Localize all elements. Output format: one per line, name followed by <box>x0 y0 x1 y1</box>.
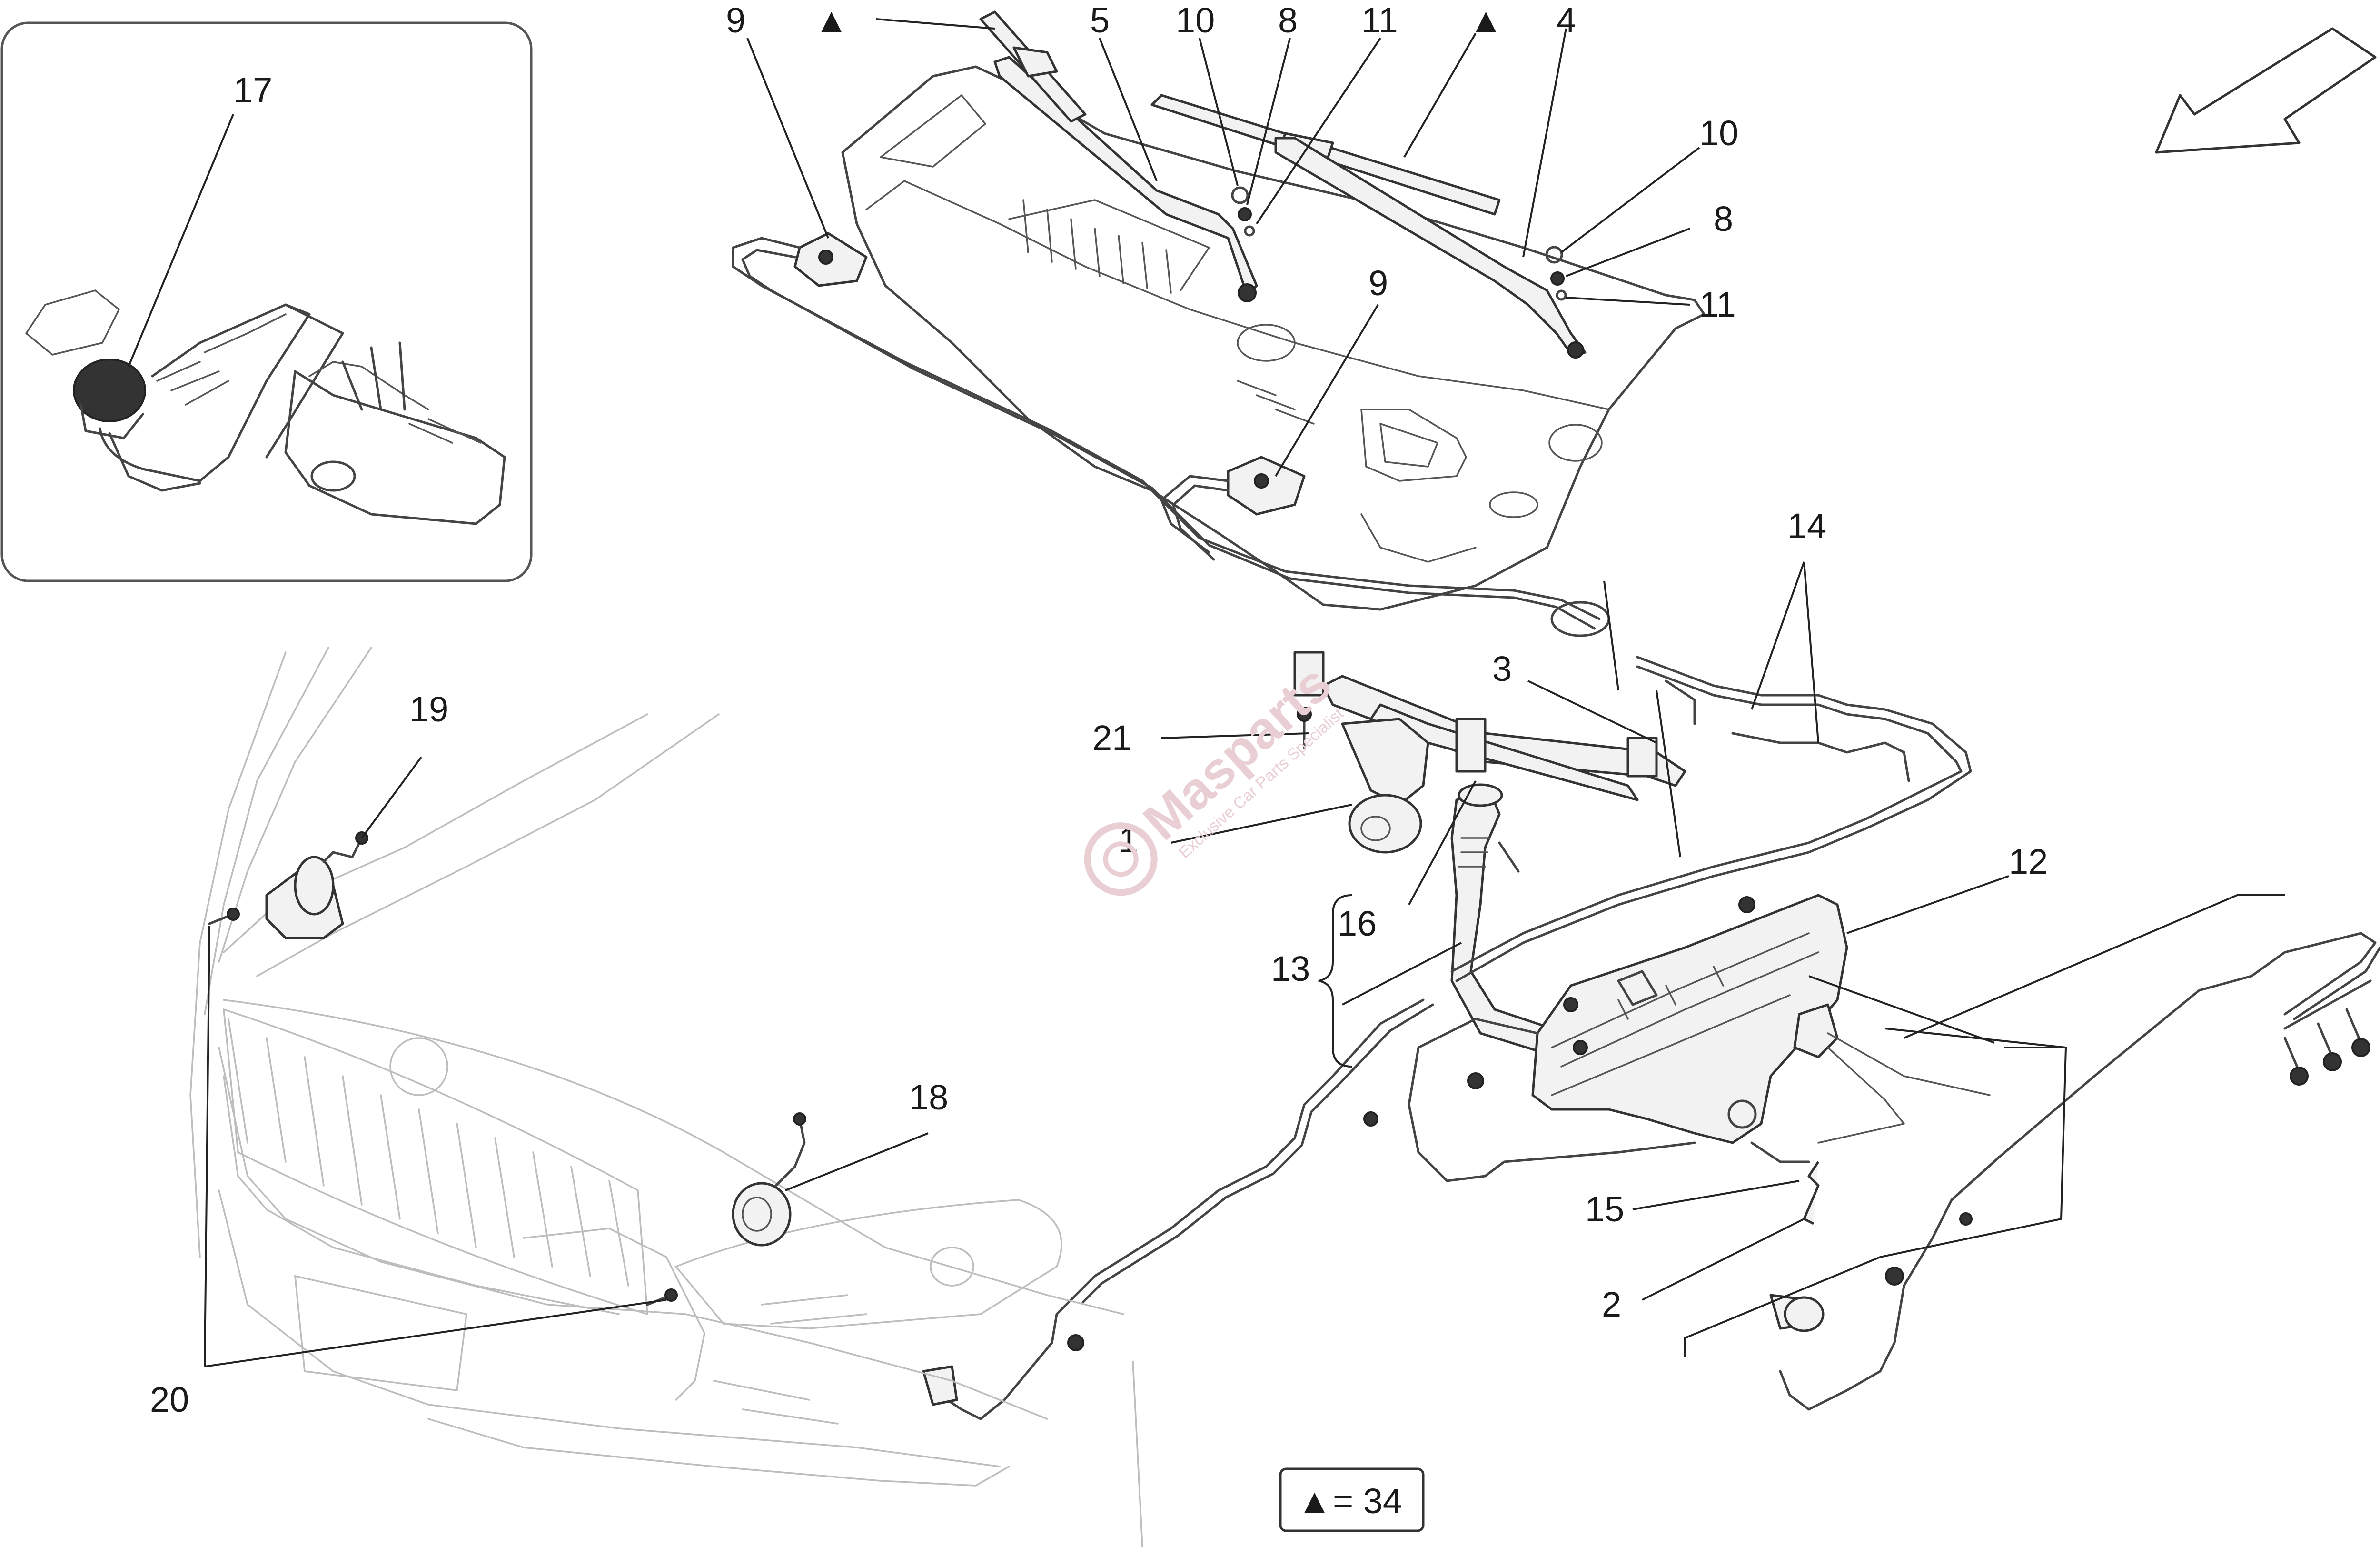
callout-19: 19 <box>409 689 448 729</box>
wiper-blade-left <box>979 10 1087 123</box>
callout-10-top: 10 <box>1176 0 1215 40</box>
bolts-20 <box>208 908 678 1306</box>
callout-11-top: 11 <box>1361 0 1398 40</box>
horn-18 <box>732 1112 806 1247</box>
hose-bundle-14 <box>1450 656 1972 982</box>
direction-arrow-icon <box>2155 27 2377 154</box>
wiper-motor-1 <box>1341 718 1429 854</box>
callout-20: 20 <box>150 1380 189 1419</box>
nut-washer-set-left <box>1231 186 1255 237</box>
callout-labels: 9 ▲ 5 10 8 11 ▲ 4 10 8 11 9 17 14 3 21 1… <box>150 0 2048 1419</box>
callout-8-right: 8 <box>1714 199 1733 239</box>
nut-washer-set-right <box>1545 246 1567 301</box>
callout-triangle-right: ▲ <box>1468 0 1503 40</box>
watermark: Masparts Exclusive Car Parts Specialist <box>1084 654 1348 896</box>
wiper-arm-right-4 <box>1274 137 1587 359</box>
callout-13: 13 <box>1271 949 1310 988</box>
callout-15: 15 <box>1585 1189 1624 1229</box>
wiper-linkage-3 <box>1293 651 1686 801</box>
washer-pump-17 <box>73 359 146 439</box>
wiper-arm-left-5 <box>993 56 1258 302</box>
rear-washer-harness <box>1769 932 2380 1411</box>
watermark-brand: Masparts <box>1132 654 1342 851</box>
wiper-blade-right <box>1150 94 1501 216</box>
callout-triangle-left: ▲ <box>814 0 849 40</box>
legend-box: ▲ = 34 <box>1279 1467 1425 1532</box>
washer-tank-12 <box>1467 894 1991 1225</box>
filler-neck-16 <box>1450 783 1563 1054</box>
legend-quantity: = 34 <box>1333 1481 1402 1521</box>
callout-4: 4 <box>1557 0 1576 40</box>
callout-12: 12 <box>2009 842 2048 881</box>
washer-hose <box>732 237 1610 637</box>
horn-19 <box>265 831 368 939</box>
callout-21: 21 <box>1092 718 1131 758</box>
callout-10-right: 10 <box>1699 113 1738 153</box>
callout-9-left: 9 <box>726 0 745 40</box>
callout-8-top: 8 <box>1278 0 1298 40</box>
callout-14: 14 <box>1787 506 1826 546</box>
callout-9-center: 9 <box>1368 263 1388 303</box>
callout-18: 18 <box>909 1078 948 1117</box>
legend-triangle-icon: ▲ <box>1297 1481 1332 1521</box>
washer-nozzle-right-9 <box>1227 456 1306 516</box>
inset-detail <box>0 21 533 582</box>
callout-11-right: 11 <box>1699 285 1736 324</box>
leader-lines <box>128 18 2285 1367</box>
callout-5: 5 <box>1090 0 1110 40</box>
callout-16: 16 <box>1338 904 1377 943</box>
cowl-panel <box>841 65 1706 611</box>
washer-nozzle-left-9 <box>793 232 868 287</box>
callout-3: 3 <box>1492 649 1512 689</box>
callout-2: 2 <box>1602 1285 1621 1324</box>
callout-17: 17 <box>233 70 272 110</box>
bolt-21 <box>1297 707 1312 749</box>
car-front-outline <box>189 647 1143 1547</box>
